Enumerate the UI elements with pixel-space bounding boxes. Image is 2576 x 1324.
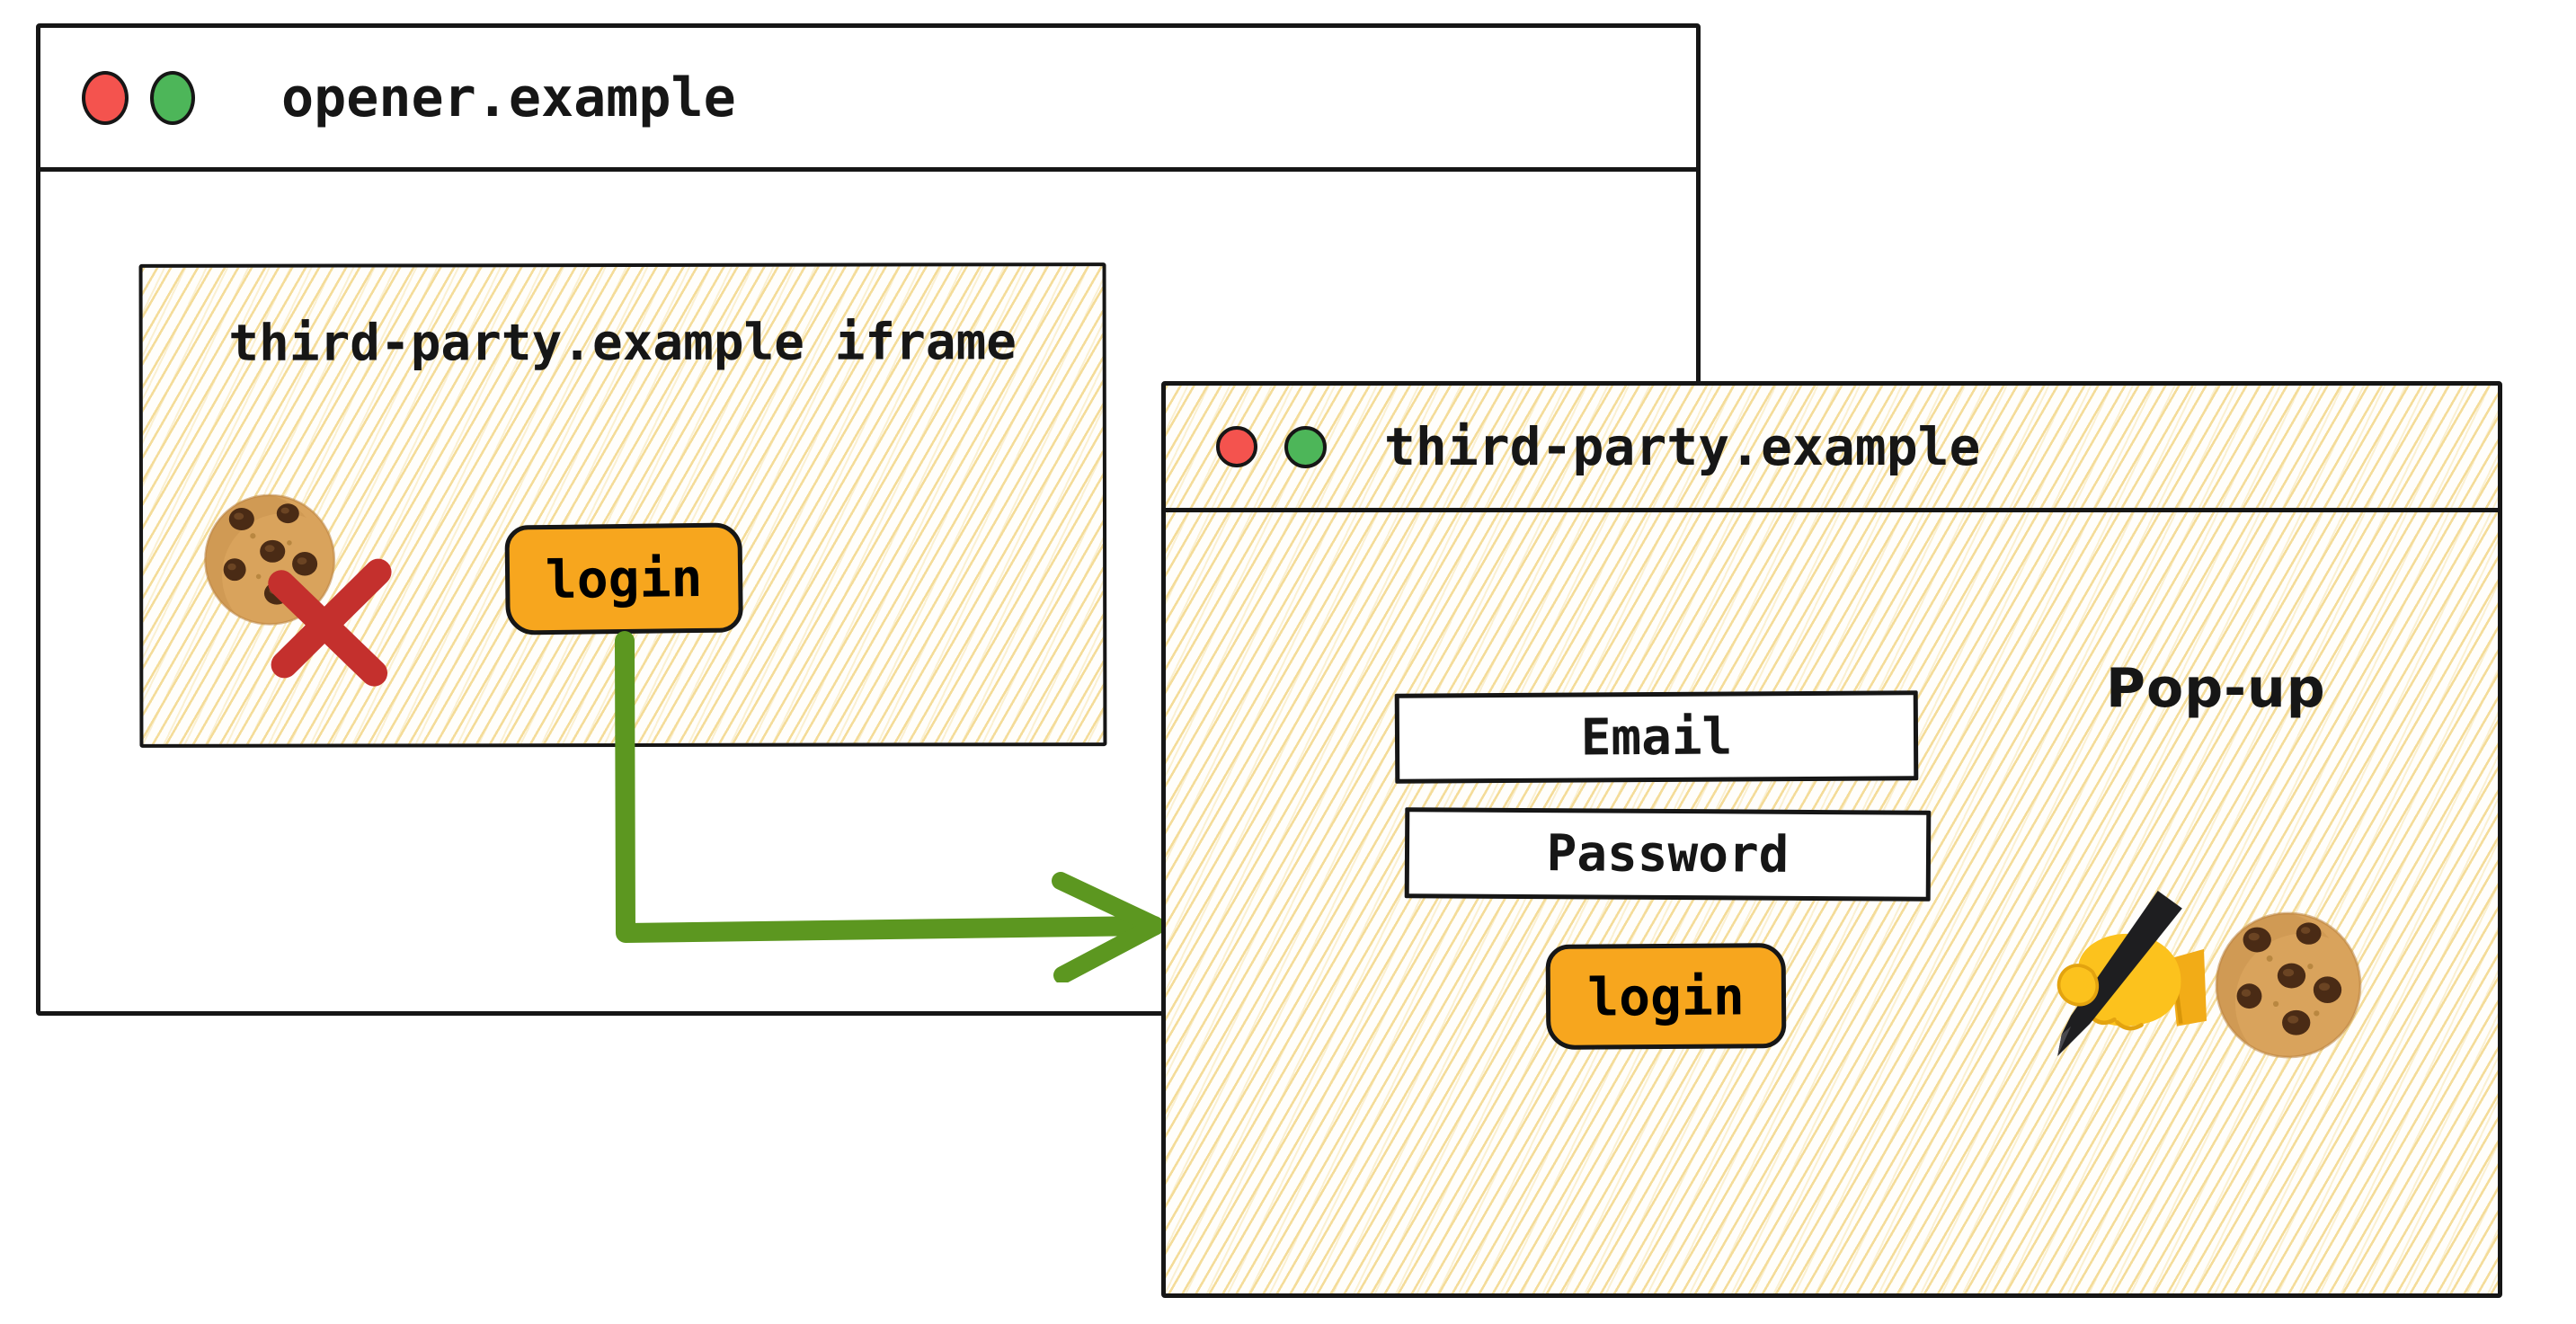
traffic-light-green-icon xyxy=(1284,425,1327,468)
traffic-light-red-icon xyxy=(82,70,129,125)
password-field[interactable]: Password xyxy=(1404,807,1932,902)
opener-window-title: opener.example xyxy=(281,66,736,129)
red-cross-icon xyxy=(253,549,405,689)
popup-titlebar: third-party.example xyxy=(1166,386,2498,512)
popup-annotation-label: Pop-up xyxy=(2106,657,2326,720)
popup-flow-arrow-icon xyxy=(615,631,1165,982)
iframe-login-button[interactable]: login xyxy=(504,522,743,635)
iframe-label: third-party.example iframe xyxy=(228,313,1017,373)
traffic-light-green-icon xyxy=(150,70,195,125)
email-field[interactable]: Email xyxy=(1394,690,1919,784)
writing-hand-icon xyxy=(2030,889,2207,1069)
cookie-icon xyxy=(2210,907,2367,1063)
popup-browser-window: third-party.example Email Password login… xyxy=(1161,381,2502,1298)
popup-window-title: third-party.example xyxy=(1384,416,1981,477)
popup-login-button[interactable]: login xyxy=(1545,943,1787,1050)
opener-titlebar: opener.example xyxy=(40,28,1696,172)
traffic-light-red-icon xyxy=(1216,426,1257,467)
